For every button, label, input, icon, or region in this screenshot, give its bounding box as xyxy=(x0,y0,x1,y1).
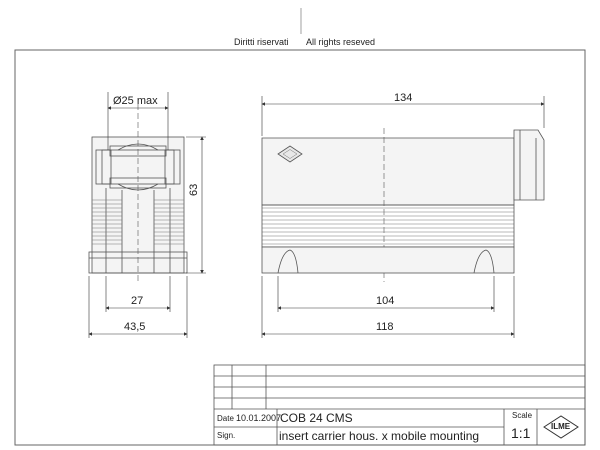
side-ribs xyxy=(262,207,514,245)
sign-label: Sign. xyxy=(217,431,236,440)
rights-reserved-english: All rights reseved xyxy=(306,37,376,47)
product-code: COB 24 CMS xyxy=(280,411,353,425)
rights-reserved-italian: Diritti riservati xyxy=(234,37,289,47)
dim-inner-width: 27 xyxy=(131,295,144,307)
scale-label: Scale xyxy=(512,411,533,420)
date-label: Date xyxy=(217,414,234,423)
product-description: insert carrier hous. x mobile mounting xyxy=(279,429,480,443)
side-view xyxy=(261,96,545,338)
dim-outer-width: 43,5 xyxy=(124,321,146,333)
dim-height: 63 xyxy=(188,183,200,196)
ilme-logo-mark xyxy=(277,145,303,163)
ilme-logo xyxy=(543,415,579,439)
dim-diameter: Ø25 max xyxy=(113,95,158,107)
front-ribs xyxy=(92,199,184,245)
scale-value: 1:1 xyxy=(511,425,531,441)
front-view xyxy=(88,92,206,338)
date-value: 10.01.2007 xyxy=(236,413,282,423)
title-block xyxy=(213,364,586,446)
dim-total-length: 134 xyxy=(394,92,413,104)
logo-text: ILME xyxy=(551,422,571,431)
dim-base-outer: 118 xyxy=(376,321,394,333)
dim-base-inner: 104 xyxy=(376,295,395,307)
